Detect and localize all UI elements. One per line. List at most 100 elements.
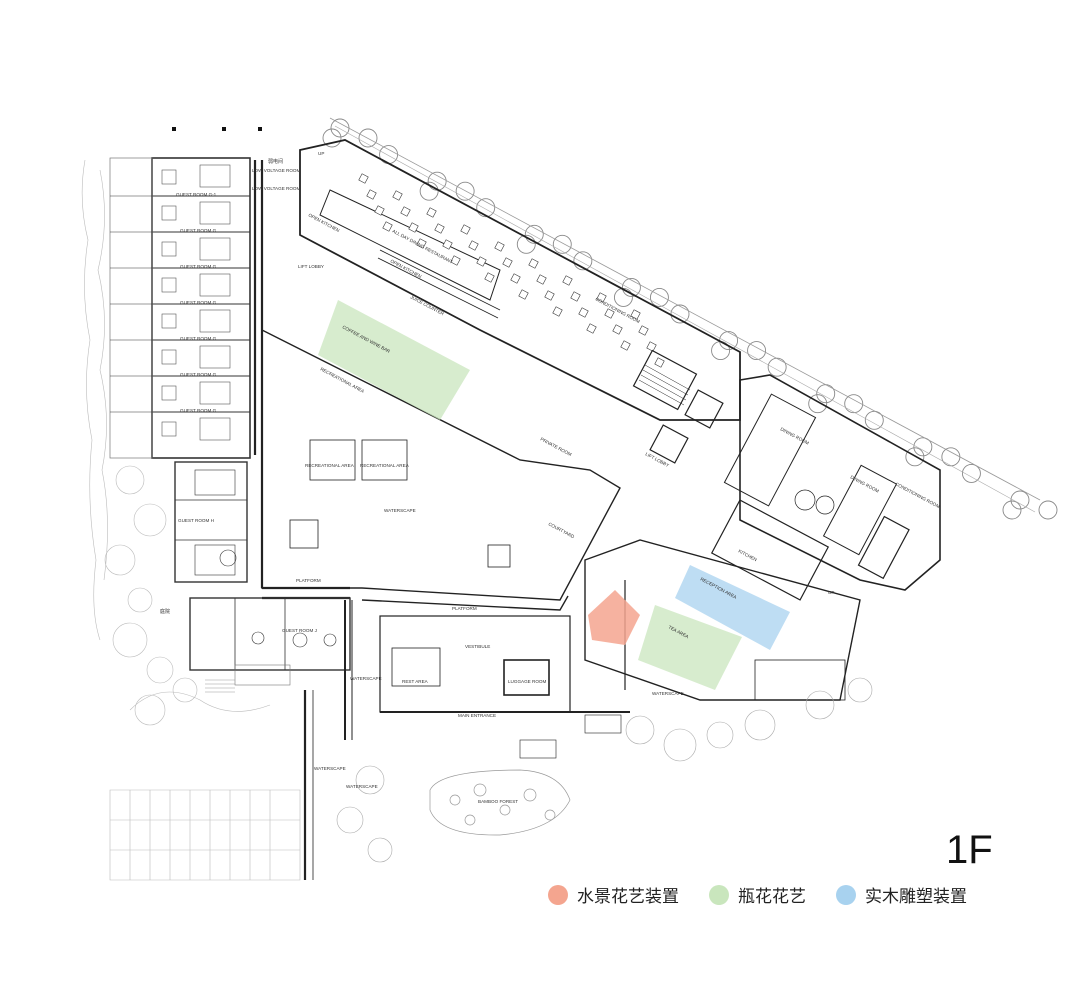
- dining-table: [366, 189, 377, 200]
- dining-table: [518, 289, 529, 300]
- label-platform-left: PLATFORM: [296, 578, 321, 583]
- label-recreational-area-2: RECREATIONAL AREA: [360, 463, 410, 468]
- dining-table: [460, 224, 471, 235]
- label-private-room: PRIVATE ROOM: [540, 436, 573, 457]
- dining-table: [392, 190, 403, 201]
- dining-table: [586, 323, 597, 334]
- tree-icon: [621, 277, 641, 297]
- tree-icon: [455, 181, 475, 201]
- vestibule: [303, 595, 630, 880]
- water-floral-area: [588, 590, 640, 645]
- dining-table: [612, 324, 623, 335]
- dining-table: [544, 290, 555, 301]
- dining-table: [562, 275, 573, 286]
- dining-table: [450, 255, 461, 266]
- label-low-voltage-2: LOW VOLTAGE ROOM: [252, 186, 300, 191]
- left-garden: [81, 159, 198, 726]
- dining-table: [374, 205, 385, 216]
- dining-table: [552, 306, 563, 317]
- dining-table: [476, 256, 487, 267]
- label-guest-room-g-f: GUEST ROOM G: [180, 408, 217, 413]
- dining-table: [570, 291, 581, 302]
- label-waterscape-left: WATERSCAPE: [350, 676, 382, 681]
- tree-icon: [1010, 490, 1030, 510]
- dining-table: [434, 223, 445, 234]
- floor-label: 1F: [946, 828, 993, 872]
- legend-dot-green: [709, 884, 729, 905]
- dining-table: [442, 239, 453, 250]
- tree-icon: [941, 447, 961, 467]
- label-dining-room-2: DINING ROOM: [850, 474, 880, 493]
- tree-icon: [747, 341, 767, 361]
- label-low-voltage-cn: 弱电间: [268, 158, 283, 165]
- legend-item-vase-floral: 瓶花花艺: [709, 882, 806, 907]
- dining-table: [400, 206, 411, 217]
- dining-table: [416, 238, 427, 249]
- tree-icon: [1038, 500, 1058, 520]
- legend-item-water-floral: 水景花艺装置: [548, 882, 679, 907]
- tree-icon: [516, 234, 536, 254]
- guest-room-stack: [109, 157, 251, 583]
- legend-dot-blue: [836, 884, 856, 905]
- dining-table: [358, 173, 369, 184]
- right-shrubs: [336, 677, 873, 863]
- dining-table: [484, 272, 495, 283]
- label-waterscape-right: WATERSCAPE: [652, 691, 684, 696]
- vase-floral-area-bar: [318, 300, 470, 420]
- label-guest-room-g-c: GUEST ROOM G: [180, 300, 217, 305]
- legend-dot-orange: [548, 884, 568, 905]
- right-rooms: [723, 374, 941, 591]
- dining-table: [536, 274, 547, 285]
- dining-table: [468, 240, 479, 251]
- label-up-1: UP: [318, 151, 324, 156]
- dining-table: [494, 241, 505, 252]
- label-courtyard: COURTYARD: [548, 521, 576, 539]
- label-guest-room-j: GUEST ROOM J: [282, 628, 317, 633]
- tree-icon: [844, 394, 864, 414]
- lower-left-rooms: [189, 597, 351, 693]
- label-guest-room-g-e: GUEST ROOM G: [180, 372, 217, 377]
- dining-table: [654, 357, 665, 368]
- dining-table: [408, 222, 419, 233]
- tree-icon: [322, 128, 342, 148]
- label-up-2: UP: [828, 590, 834, 595]
- bamboo-forest: [429, 769, 571, 836]
- parking-grid: [109, 691, 301, 881]
- label-guest-room-g1: GUEST ROOM G-1: [176, 192, 217, 197]
- label-luggage-room: LUGGAGE ROOM: [508, 679, 546, 684]
- tree-icon: [573, 251, 593, 271]
- tree-icon: [961, 463, 981, 483]
- dining-table: [510, 273, 521, 284]
- label-conditioning-room-2: CONDITIONING ROOM: [895, 481, 941, 509]
- lift-core: [632, 349, 724, 464]
- label-vestibule: VESTIBULE: [465, 644, 490, 649]
- dining-tables: [358, 173, 665, 368]
- dining-table: [638, 325, 649, 336]
- reception-block: [584, 499, 861, 701]
- label-garden: 庭院: [160, 608, 170, 615]
- label-waterscape-low2: WATERSCAPE: [346, 784, 378, 789]
- top-markers: [172, 127, 262, 131]
- dining-table: [528, 258, 539, 269]
- label-guest-room-g-d: GUEST ROOM G: [180, 336, 217, 341]
- label-platform-center: PLATFORM: [452, 606, 477, 611]
- dining-table: [630, 309, 641, 320]
- plan-labels: 弱电间 LOW VOLTAGE ROOM LOW VOLTAGE ROOM GU…: [160, 151, 941, 804]
- tree-icon: [552, 234, 572, 254]
- dining-table: [620, 340, 631, 351]
- wood-sculpture-area: [675, 565, 790, 650]
- label-juice-counter: JUICE COUNTER: [410, 294, 446, 316]
- tree-row: [322, 118, 1058, 520]
- tree-icon: [808, 394, 828, 414]
- tree-icon: [358, 128, 378, 148]
- dining-table: [646, 341, 657, 352]
- label-kitchen: KITCHEN: [738, 548, 758, 562]
- label-waterscape-low1: WATERSCAPE: [314, 766, 346, 771]
- dining-table: [596, 292, 607, 303]
- label-guest-room-g-a: GUEST ROOM G: [180, 228, 217, 233]
- legend-label: 水景花艺装置: [577, 887, 679, 907]
- label-recreational-area-1: RECREATIONAL AREA: [305, 463, 355, 468]
- label-low-voltage: LOW VOLTAGE ROOM: [252, 168, 300, 173]
- label-rest-area: REST AREA: [402, 679, 429, 684]
- dining-table: [382, 221, 393, 232]
